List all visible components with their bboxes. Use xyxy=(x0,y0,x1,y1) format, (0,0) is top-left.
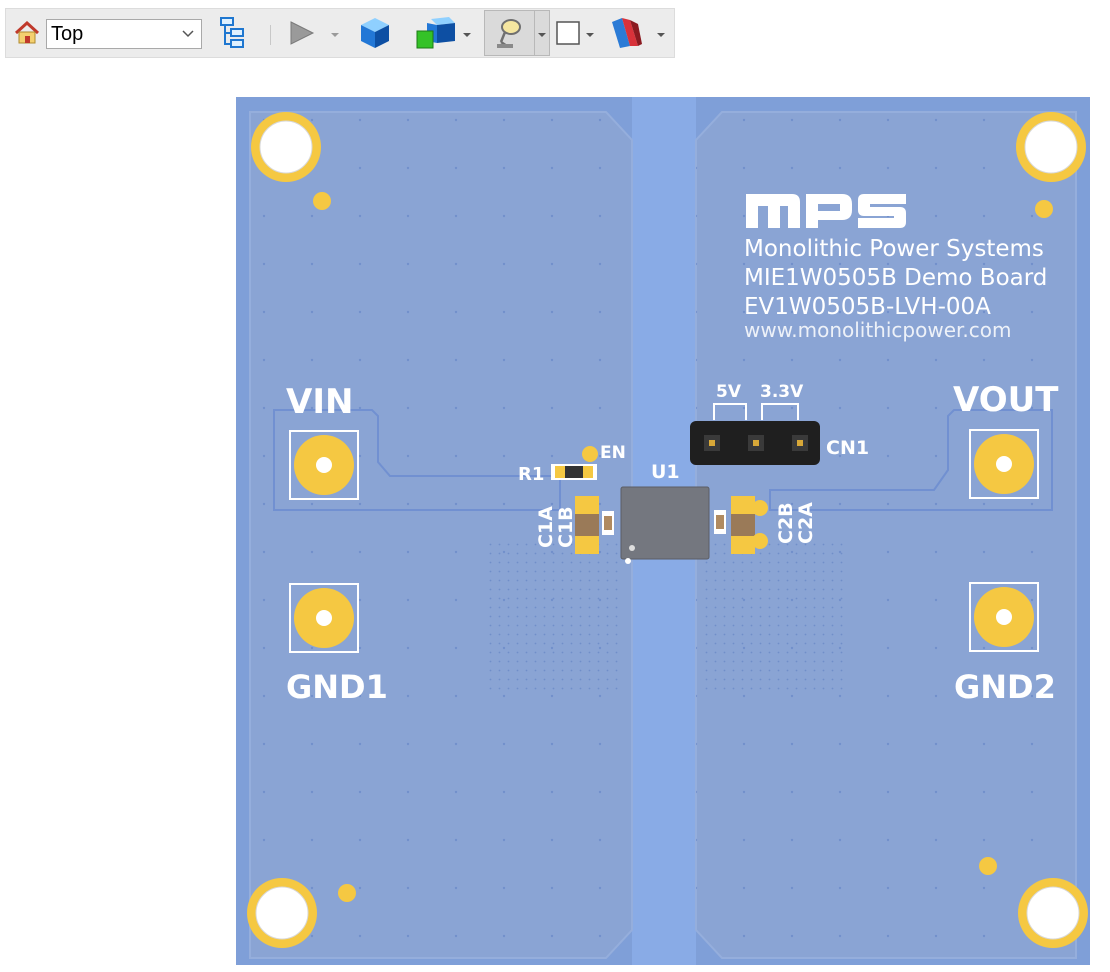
mounting-hole-bottom-right xyxy=(1018,878,1088,948)
company-name: Monolithic Power Systems xyxy=(744,236,1044,262)
mounting-hole-top-left xyxy=(251,112,321,182)
gnd2-pad xyxy=(969,582,1039,652)
fiducial xyxy=(1035,200,1053,218)
en-test-point xyxy=(582,446,598,462)
c2a-capacitor xyxy=(731,496,755,554)
home-icon xyxy=(14,21,40,44)
play-button[interactable] xyxy=(282,9,322,57)
u1-label: U1 xyxy=(651,461,680,483)
input-trace xyxy=(273,409,561,511)
c2b-label: C2B xyxy=(775,502,797,544)
c2b-capacitor xyxy=(714,510,726,534)
fiducial xyxy=(979,857,997,875)
jumper-3v3-label: 3.3V xyxy=(760,382,804,402)
multi-body-button[interactable] xyxy=(410,9,460,57)
vout-pad xyxy=(969,429,1039,499)
c2-test-point-bottom xyxy=(752,533,768,549)
view-orientation-select[interactable]: Top xyxy=(46,19,202,49)
jumper-bracket xyxy=(713,403,799,420)
play-dropdown-arrow-icon[interactable] xyxy=(330,31,340,39)
mounting-hole-bottom-left xyxy=(247,878,317,948)
cn1-label: CN1 xyxy=(826,437,869,459)
multi-cube-icon xyxy=(416,17,455,49)
background-dropdown-arrow-icon[interactable] xyxy=(585,31,595,39)
vout-label: VOUT xyxy=(953,380,1059,420)
product-name: MIE1W0505B Demo Board xyxy=(744,265,1047,291)
tree-structure-button[interactable] xyxy=(212,9,252,57)
shading-icon xyxy=(612,18,642,48)
multi-body-dropdown-arrow-icon[interactable] xyxy=(462,31,472,39)
r1-resistor xyxy=(551,464,597,480)
u1-chip xyxy=(620,486,710,564)
part-number: EV1W0505B-LVH-00A xyxy=(744,294,991,320)
website: www.monolithicpower.com xyxy=(744,318,1011,342)
gnd1-pad xyxy=(289,583,359,653)
gnd2-label: GND2 xyxy=(954,668,1056,706)
view-toolbar: Top xyxy=(5,8,675,58)
c1a-capacitor xyxy=(575,496,599,554)
en-label: EN xyxy=(600,443,626,463)
lamp-icon xyxy=(497,19,521,48)
view-orientation-value: Top xyxy=(51,22,84,45)
mounting-hole-top-right xyxy=(1016,112,1086,182)
lighting-dropdown-arrow-icon[interactable] xyxy=(537,31,547,39)
c1b-capacitor xyxy=(602,511,614,535)
solid-view-button[interactable] xyxy=(352,9,398,57)
c1b-label: C1B xyxy=(555,506,577,548)
background-button[interactable] xyxy=(552,9,584,57)
jumper-5v-label: 5V xyxy=(716,382,742,402)
cn1-header xyxy=(690,421,820,465)
toolbar-separator xyxy=(270,25,271,45)
c2-test-point-top xyxy=(752,500,768,516)
lighting-split-line xyxy=(534,10,535,56)
c2a-label: C2A xyxy=(795,502,817,544)
square-outline-icon xyxy=(556,21,580,45)
chevron-down-icon xyxy=(182,30,194,38)
mps-logo xyxy=(746,194,906,228)
r1-label: R1 xyxy=(518,464,544,485)
output-trace xyxy=(769,409,1053,511)
shading-dropdown-arrow-icon[interactable] xyxy=(656,31,666,39)
vin-label: VIN xyxy=(286,382,353,422)
vin-pad xyxy=(289,430,359,500)
lighting-button-face[interactable] xyxy=(488,9,532,57)
cube-icon xyxy=(361,18,389,48)
c1a-label: C1A xyxy=(535,506,557,548)
play-icon xyxy=(290,21,315,45)
tree-structure-icon xyxy=(220,17,244,48)
shading-button[interactable] xyxy=(604,9,648,57)
home-button[interactable] xyxy=(10,9,44,57)
gnd1-label: GND1 xyxy=(286,668,388,706)
fiducial xyxy=(313,192,331,210)
fiducial xyxy=(338,884,356,902)
